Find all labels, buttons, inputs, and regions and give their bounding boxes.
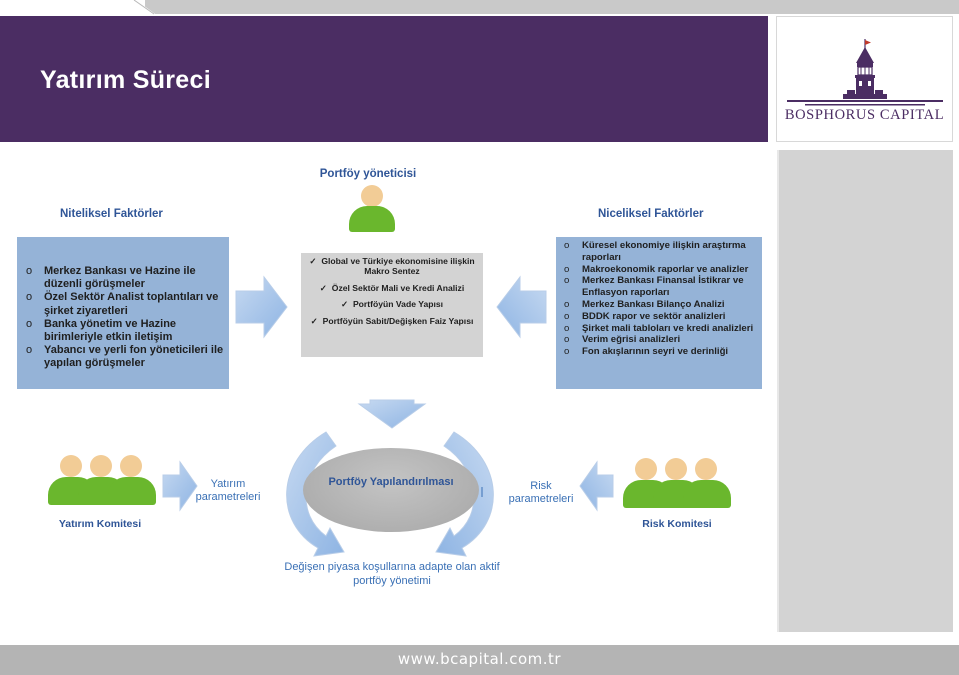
left-arrow-icon	[579, 460, 614, 512]
investment-committee-label: Yatırım Komitesi	[58, 518, 142, 530]
top-strip-diagonal	[118, 0, 158, 16]
footer-url: www.bcapital.com.tr	[397, 650, 562, 668]
checklist-item: Global ve Türkiye ekonomisine ilişkin Ma…	[307, 256, 477, 277]
investment-params-label: Yatırım parametreleri	[195, 478, 261, 503]
risk-params-label: Risk parametreleri	[508, 480, 574, 505]
list-item: Merkez Bankası Finansal İstikrar ve Enfl…	[564, 275, 759, 299]
list-item: Fon akışlarının seyri ve derinliği	[564, 346, 759, 358]
portfolio-ellipse	[303, 448, 479, 532]
footer-bar	[0, 645, 959, 675]
logo: BOSPHORUS CAPITAL	[776, 16, 953, 142]
portfolio-manager-icon	[347, 185, 397, 233]
list-item: BDDK rapor ve sektör analizleri	[564, 311, 759, 323]
qualitative-box: Merkez Bankası ve Hazine ile düzenli gör…	[17, 237, 229, 389]
list-item: Özel Sektör Analist toplantıları ve şirk…	[26, 291, 225, 317]
page-title: Yatırım Süreci	[40, 66, 211, 94]
checklist-item: Portföyün Sabit/Değişken Faiz Yapısı	[307, 316, 477, 326]
portfolio-ellipse-label: Portföy Yapılandırılması	[328, 476, 454, 488]
list-item: Şirket mali tabloları ve kredi analizler…	[564, 323, 759, 335]
list-item: Merkez Bankası Bilanço Analizi	[564, 299, 759, 311]
list-item: Banka yönetim ve Hazine birimleriyle etk…	[26, 318, 225, 344]
qualitative-title: Niteliksel Faktörler	[60, 208, 163, 220]
logo-text: BOSPHORUS CAPITAL	[784, 107, 945, 123]
quantitative-box: Küresel ekonomiye ilişkin araştırma rapo…	[556, 237, 762, 389]
list-item: Yabancı ve yerli fon yöneticileri ile ya…	[26, 344, 225, 370]
checklist-item: Portföyün Vade Yapısı	[307, 299, 477, 309]
list-item: Küresel ekonomiye ilişkin araştırma rapo…	[564, 240, 759, 264]
synthesis-box: Global ve Türkiye ekonomisine ilişkin Ma…	[301, 253, 483, 357]
portfolio-manager-label: Portföy yöneticisi	[319, 168, 417, 180]
risk-committee-icon	[621, 458, 733, 510]
right-arrow-icon	[162, 460, 198, 512]
top-strip-notch	[0, 0, 145, 14]
list-item: Verim eğrisi analizleri	[564, 334, 759, 346]
top-strip	[0, 0, 959, 14]
right-arrow-icon	[235, 275, 288, 339]
list-item: Makroekonomik raporlar ve analizler	[564, 264, 759, 276]
bottom-caption: Değişen piyasa koşullarına adapte olan a…	[284, 561, 500, 587]
list-item: Merkez Bankası ve Hazine ile düzenli gör…	[26, 265, 225, 291]
tower-icon	[787, 39, 943, 106]
side-panel	[777, 150, 953, 632]
risk-committee-label: Risk Komitesi	[642, 518, 712, 530]
quantitative-title: Niceliksel Faktörler	[598, 208, 704, 220]
left-arrow-icon	[496, 275, 547, 339]
header-banner	[0, 16, 768, 142]
investment-committee-icon	[46, 455, 158, 507]
checklist-item: Özel Sektör Mali ve Kredi Analizi	[307, 283, 477, 293]
